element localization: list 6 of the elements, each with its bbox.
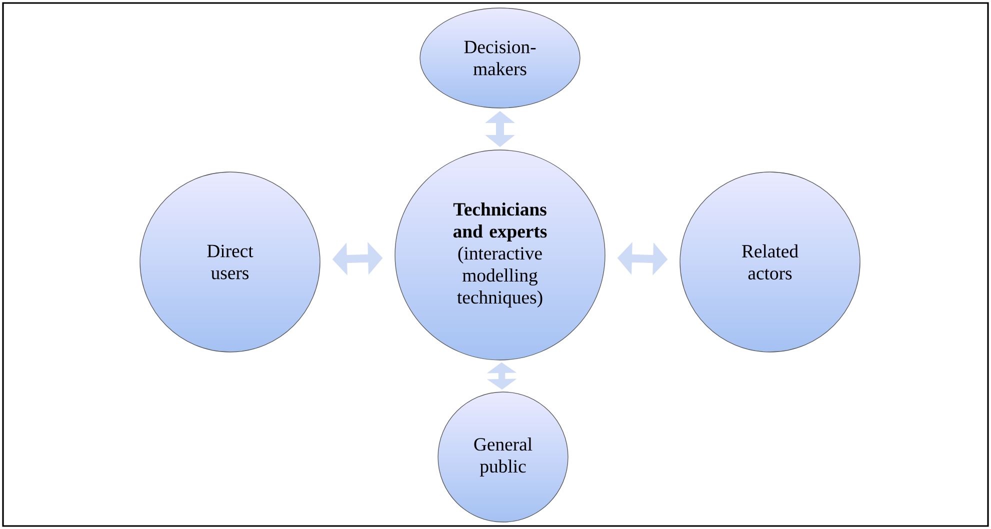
double-arrow (485, 111, 515, 147)
circle-node: Related actors (680, 172, 860, 352)
ellipse-node: Decision-makers (420, 8, 580, 108)
circle-node: Direct users (140, 172, 320, 352)
circle-node: General public (438, 392, 568, 522)
circle-node: Technicians and experts (interactive modelling techniques) (394, 150, 606, 360)
